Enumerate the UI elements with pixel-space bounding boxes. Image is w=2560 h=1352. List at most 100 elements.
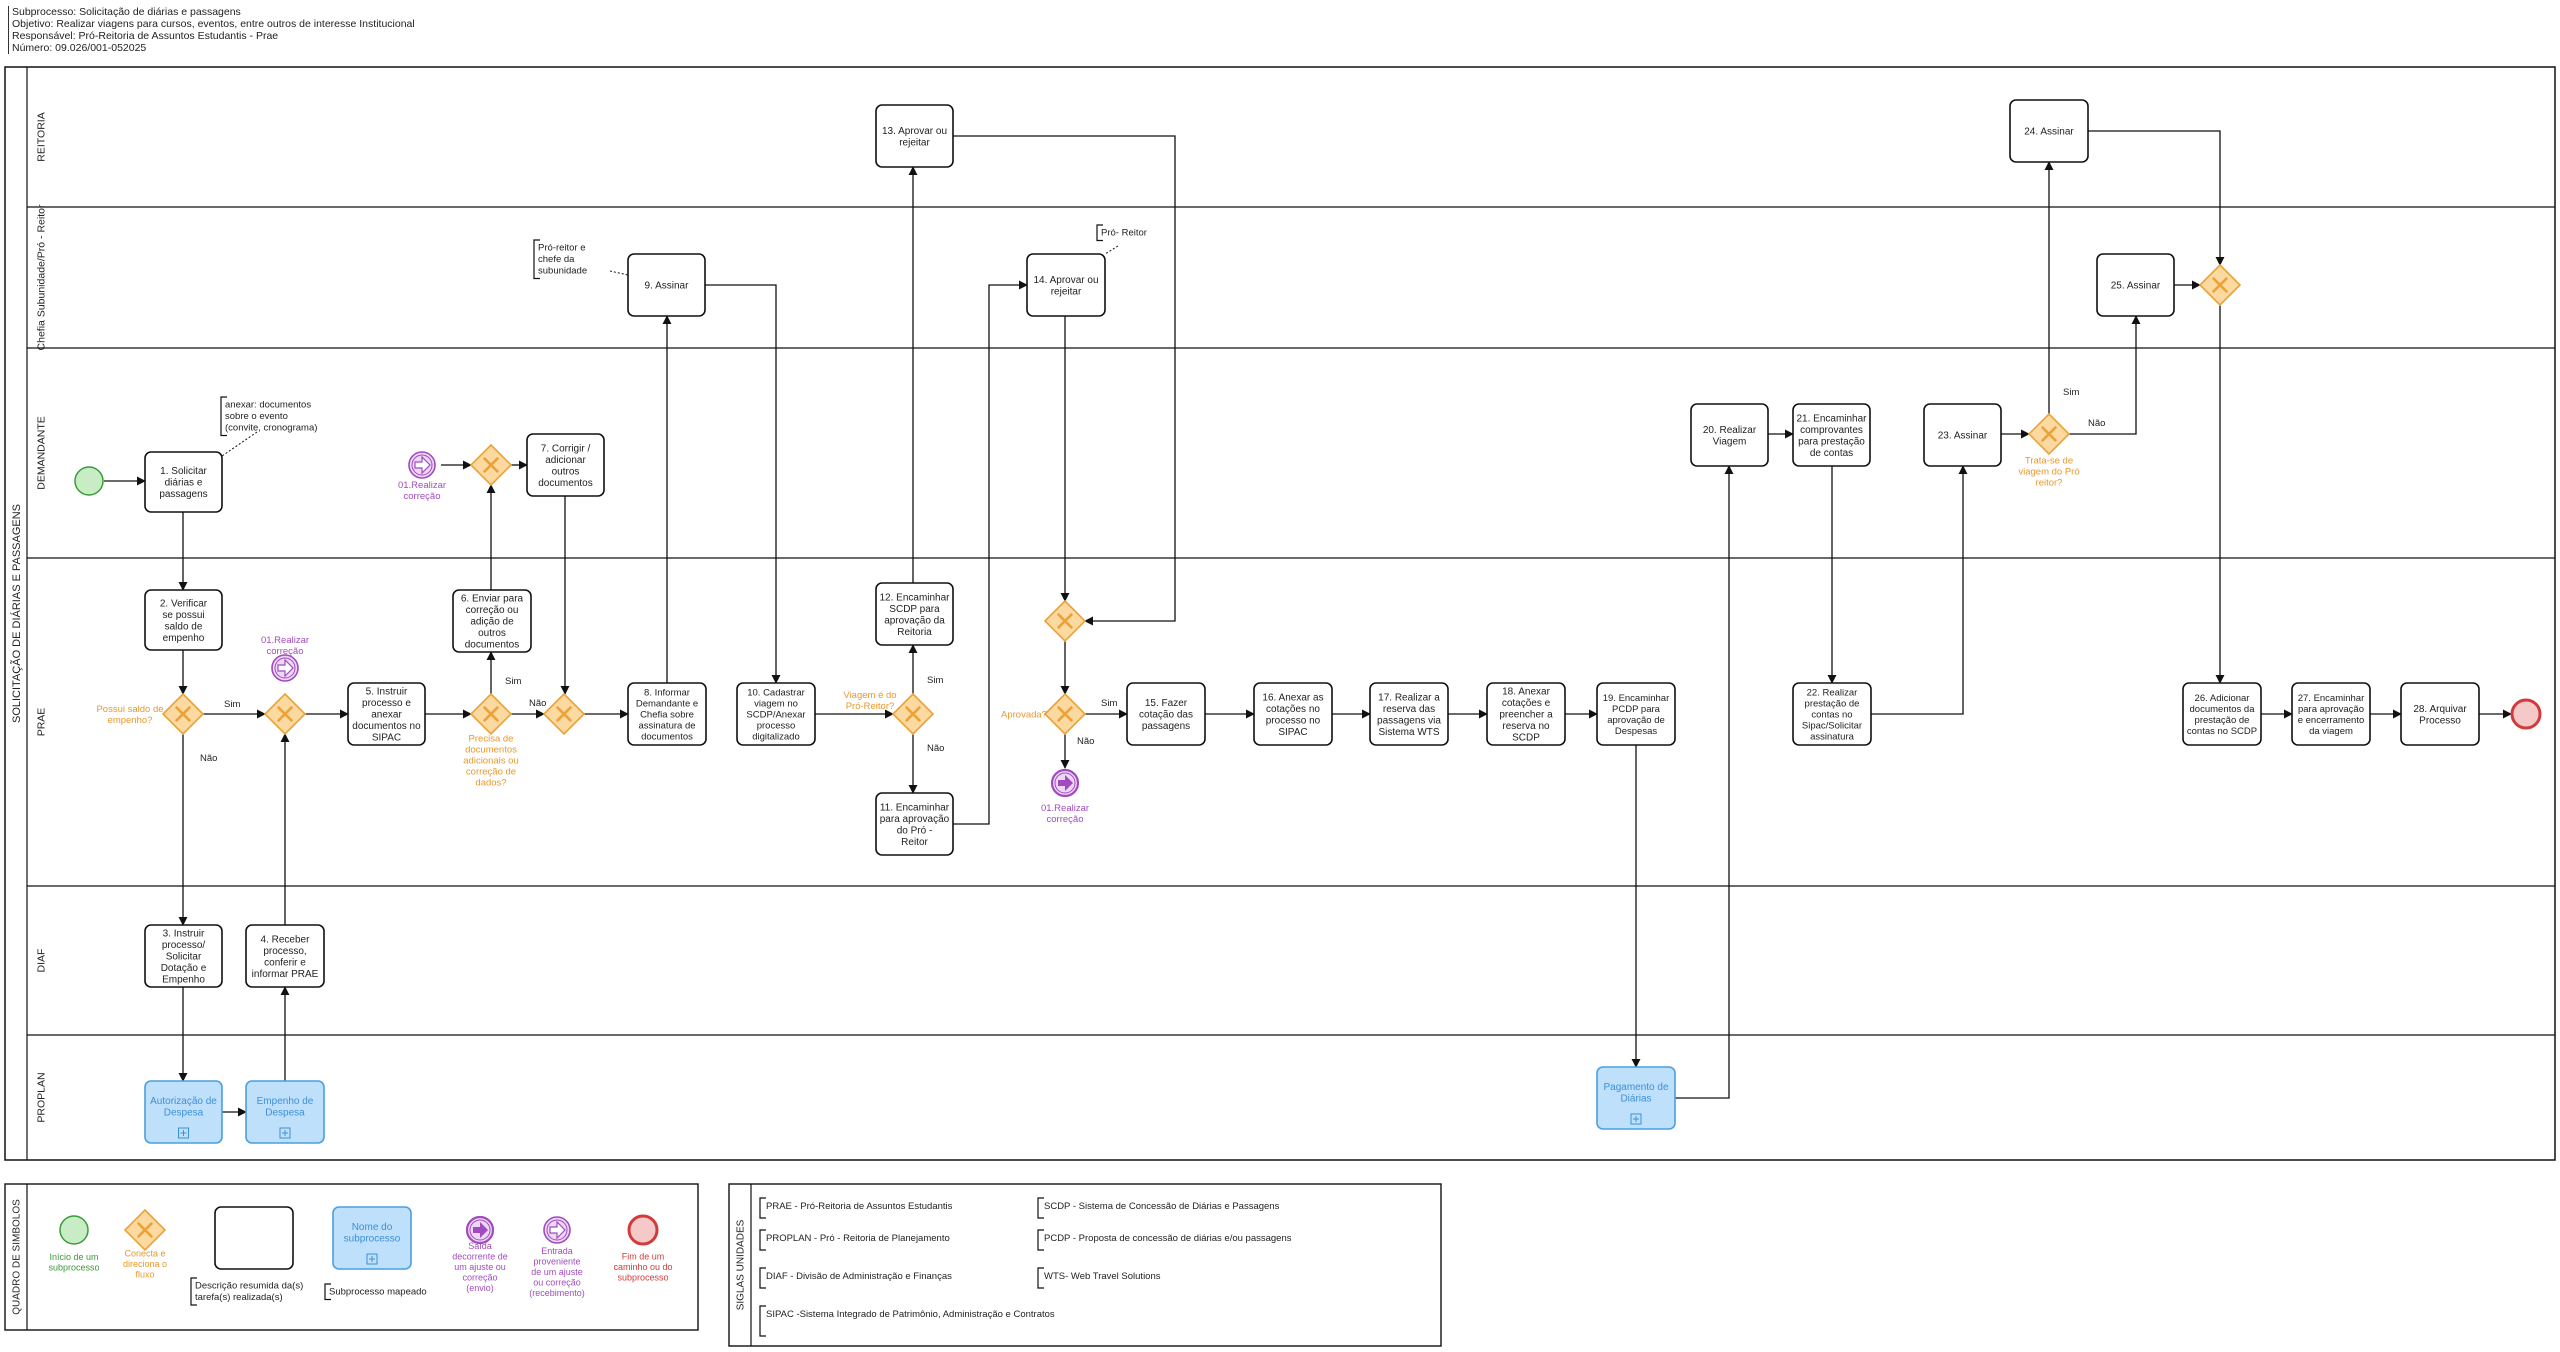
flow-label-sim: Sim xyxy=(505,676,521,687)
svg-text:PRAE - Pró-Reitoria de Assunto: PRAE - Pró-Reitoria de Assuntos Estudant… xyxy=(766,1201,953,1212)
svg-text:Descrição resumida da(s)tarefa: Descrição resumida da(s)tarefa(s) realiz… xyxy=(195,1281,303,1304)
gateway-g4 xyxy=(1043,692,1087,736)
gateway-gm5 xyxy=(2198,263,2242,307)
task-box xyxy=(2400,682,2480,746)
flow-label-nao: Não xyxy=(927,743,944,754)
plus-marker-icon xyxy=(178,1127,189,1139)
task-box xyxy=(1126,682,1206,746)
task-box xyxy=(347,682,426,746)
legend-task-icon xyxy=(214,1206,294,1270)
sequence-flow xyxy=(1675,465,1734,1099)
svg-text:DIAF - Divisão de Administraçã: DIAF - Divisão de Administração e Finanç… xyxy=(766,1271,952,1282)
sigla-prae: PRAE - Pró-Reitoria de Assuntos Estudant… xyxy=(759,1197,953,1219)
task-box xyxy=(1923,403,2002,467)
header-subprocess: Subprocesso: Solicitação de diárias e pa… xyxy=(12,6,241,18)
task-box xyxy=(875,582,954,646)
task-box xyxy=(2009,99,2089,163)
svg-text:SIPAC -Sistema Integrado de Pa: SIPAC -Sistema Integrado de Patrimônio, … xyxy=(766,1309,1055,1320)
sigla-proplan: PROPLAN - Pró - Reitoria de Planejamento xyxy=(759,1229,950,1251)
task-t9[interactable]: 9. Assinar xyxy=(627,253,706,317)
legend-title: QUADRO DE SIMBOLOS xyxy=(12,1199,23,1315)
gateway-g1 xyxy=(161,692,205,736)
task-label: 25. Assinar xyxy=(2111,281,2161,292)
task-t24[interactable]: 24. Assinar xyxy=(2009,99,2089,163)
arrow-right-icon xyxy=(549,1220,566,1240)
arrow-right-icon xyxy=(473,1222,488,1238)
header-responsible: Responsável: Pró-Reitoria de Assuntos Es… xyxy=(12,30,279,42)
annotation-pro-reitor: Pró- Reitor xyxy=(1096,224,1147,255)
legend-start-icon xyxy=(59,1215,89,1245)
plus-marker-icon xyxy=(1630,1113,1642,1125)
task-box xyxy=(627,682,707,746)
sequence-flow xyxy=(953,135,1176,626)
flow-label-nao: Não xyxy=(2088,418,2105,429)
gateway-label: Aprovada? xyxy=(1001,709,1047,720)
svg-text:PCDP - Proposta de concessão d: PCDP - Proposta de concessão de diárias … xyxy=(1044,1233,1292,1244)
flow-label-sim: Sim xyxy=(927,675,943,686)
throw-event-correction xyxy=(1050,768,1080,798)
task-box xyxy=(627,253,706,317)
legend-catch-icon xyxy=(543,1216,571,1244)
gateway-gm4 xyxy=(1043,599,1087,643)
header-number: Número: 09.026/001-052025 xyxy=(12,42,147,54)
svg-text:Subprocesso mapeado: Subprocesso mapeado xyxy=(329,1287,427,1298)
legend-end-icon xyxy=(627,1214,659,1246)
subprocess-box xyxy=(245,1080,325,1144)
sequence-flow xyxy=(1871,465,1968,715)
catch-event-correction-1 xyxy=(408,451,436,479)
flow-label-nao: Não xyxy=(1077,736,1094,747)
task-label: 23. Assinar xyxy=(1938,431,1988,442)
task-t23[interactable]: 23. Assinar xyxy=(1923,403,2002,467)
task-box xyxy=(1369,682,1449,746)
task-t25[interactable]: 25. Assinar xyxy=(2096,253,2175,317)
catch-event-correction-2 xyxy=(271,654,299,682)
